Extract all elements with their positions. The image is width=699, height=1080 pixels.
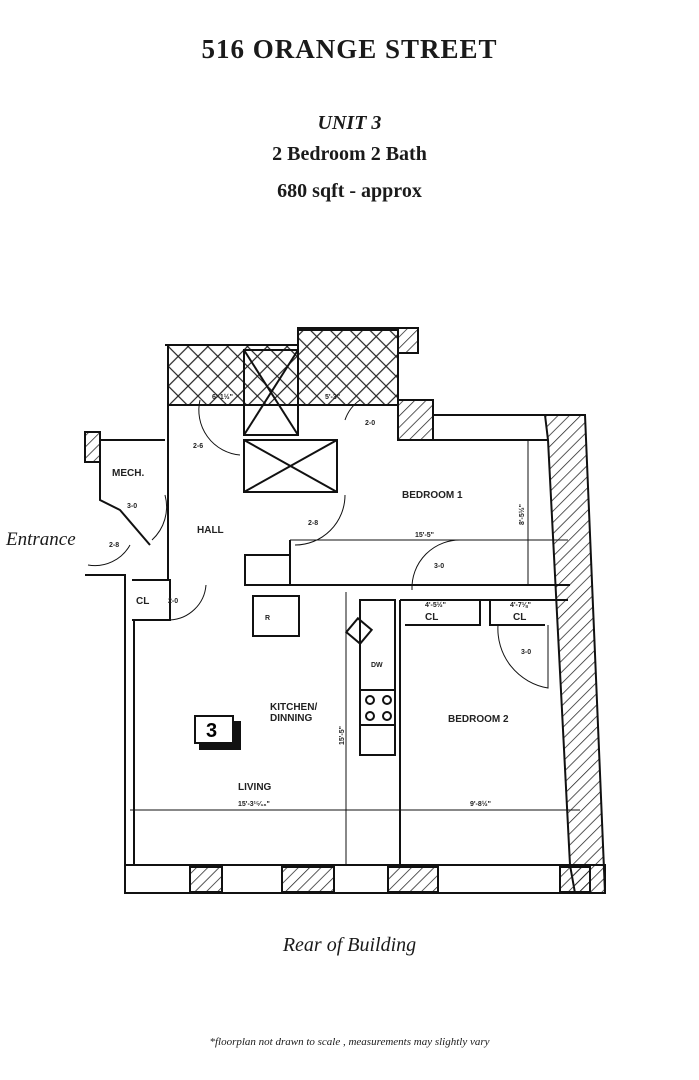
door-label-bedroom1: 2-8 bbox=[308, 520, 318, 527]
door-label-bath2: 2-0 bbox=[365, 420, 375, 427]
door-label-entry: 2-8 bbox=[109, 542, 119, 549]
area-label: 680 sqft - approx bbox=[277, 180, 422, 202]
room-label-dining: DINNING bbox=[270, 713, 312, 724]
door-label-hall-closet: 2-0 bbox=[168, 598, 178, 605]
door-label-bedroom2: 3-0 bbox=[521, 649, 531, 656]
dishwasher-label: DW bbox=[371, 662, 383, 669]
dim-bath2: 5'-3" bbox=[325, 394, 340, 401]
dim-bedroom2-width: 9'-8½" bbox=[470, 800, 491, 808]
bathroom-2-floor bbox=[297, 329, 399, 406]
property-title: 516 ORANGE STREET bbox=[201, 34, 498, 64]
door-label-bath1: 2-6 bbox=[193, 443, 203, 450]
dim-living-width: 15'-3¹⁵⁄₁₆" bbox=[238, 801, 270, 808]
dim-bath1: 6'-1½" bbox=[212, 393, 233, 401]
closet-label-1: CL bbox=[425, 612, 438, 623]
dim-bedroom1-depth: 8'-5½" bbox=[518, 504, 526, 525]
shower-2 bbox=[243, 439, 338, 493]
door-label-mech: 3-0 bbox=[127, 503, 137, 510]
door-label-closet: 3-0 bbox=[434, 563, 444, 570]
unit-label: UNIT 3 bbox=[317, 112, 382, 134]
room-label-bedroom2: BEDROOM 2 bbox=[448, 714, 509, 725]
closet-label-hall: CL bbox=[136, 596, 149, 607]
entrance-label: Entrance bbox=[6, 529, 76, 550]
disclaimer-note: *floorplan not drawn to scale , measurem… bbox=[209, 1036, 490, 1048]
room-label-bedroom1: BEDROOM 1 bbox=[402, 490, 463, 501]
room-label-mech: MECH. bbox=[112, 468, 144, 479]
dim-closet1: 4'-5½" bbox=[425, 601, 446, 609]
refrigerator-label: R bbox=[265, 615, 270, 622]
room-label-hall: HALL bbox=[197, 525, 224, 536]
dim-closet2: 4'-7⅛" bbox=[510, 602, 531, 609]
refrigerator bbox=[252, 595, 300, 637]
shower-1 bbox=[243, 349, 299, 436]
bed-bath-label: 2 Bedroom 2 Bath bbox=[272, 143, 427, 165]
unit-number-badge: 3 bbox=[206, 720, 217, 742]
closet-label-2: CL bbox=[513, 612, 526, 623]
rear-of-building-label: Rear of Building bbox=[282, 934, 417, 956]
room-label-kitchen: KITCHEN/ bbox=[270, 702, 317, 713]
range bbox=[359, 689, 396, 726]
dim-bedroom1-width: 15'-5" bbox=[415, 532, 434, 539]
room-label-living: LIVING bbox=[238, 782, 272, 793]
bathroom-1-floor bbox=[167, 344, 299, 406]
dim-living-depth: 15'-5" bbox=[339, 726, 346, 745]
